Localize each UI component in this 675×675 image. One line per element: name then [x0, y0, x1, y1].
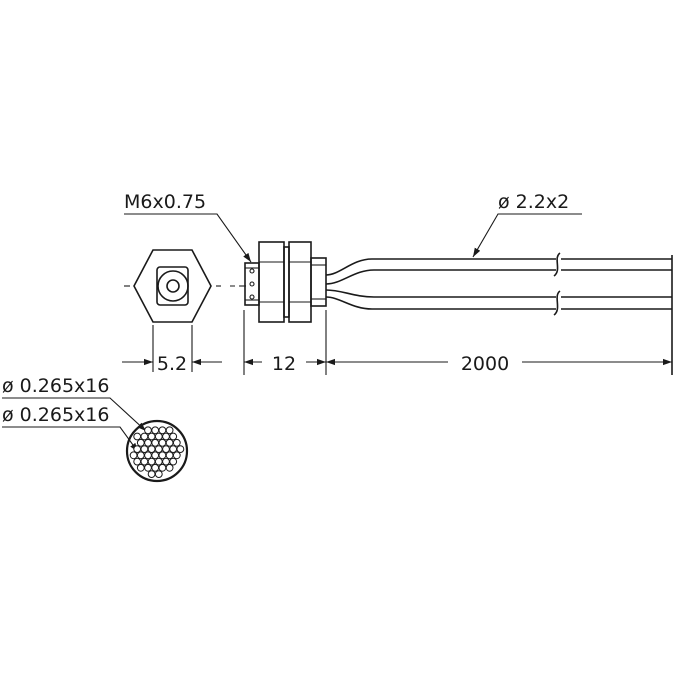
fiber-strand [169, 432, 178, 441]
nut-2 [288, 241, 312, 323]
dim-label-2000: 2000 [461, 353, 509, 375]
cable-lower-top [325, 289, 556, 298]
fiber-strand [133, 457, 142, 466]
fiber-strand [129, 451, 138, 460]
bundle-outline [125, 419, 189, 483]
fiber-strand [136, 438, 145, 447]
dim-hex-width: 5.2 [122, 325, 222, 375]
dim-label-12: 12 [272, 353, 296, 375]
hex-outline [133, 249, 212, 323]
dim-cable-length: 2000 [326, 353, 672, 375]
hex-core-circle [166, 279, 180, 293]
fiber-strand [144, 438, 152, 447]
body [310, 257, 327, 307]
fiber-strand [144, 426, 152, 435]
fiber-strand [154, 445, 163, 454]
fiber-strand [162, 457, 170, 466]
cable-upper-top [325, 258, 556, 276]
fiber-strand [169, 457, 178, 466]
fiber-strand [151, 426, 160, 435]
fiber-strand [172, 438, 181, 447]
fiber-strand [165, 451, 174, 460]
fiber-strand [154, 457, 163, 466]
fiber-strand [158, 426, 167, 435]
fiber-strand [144, 463, 152, 472]
fiber-strand [136, 463, 145, 472]
fiber-strand [162, 432, 170, 441]
fiber-strand [140, 457, 149, 466]
fiber-strand [151, 463, 160, 472]
fiber-strand [162, 445, 170, 454]
label-thread: M6x0.75 [124, 191, 206, 213]
fiber-strands [129, 426, 185, 479]
fiber-strand [158, 451, 167, 460]
fiber-strand [147, 445, 156, 454]
fiber-strand [172, 451, 181, 460]
label-fiber-1: ø 0.265x16 [2, 375, 109, 397]
fiber-bundle-section: ø 0.265x16 ø 0.265x16 [2, 375, 189, 483]
cables [325, 252, 673, 375]
fiber-strand [165, 463, 174, 472]
cable-lower-bottom [325, 296, 556, 310]
fiber-strand [140, 432, 149, 441]
break-mark-lower [553, 290, 561, 316]
leader-cable: ø 2.2x2 [472, 191, 582, 258]
hex-outer-circle [157, 270, 189, 302]
fiber-strand [158, 438, 167, 447]
fiber-strand [144, 451, 152, 460]
fiber-strand [147, 457, 156, 466]
fiber-strand [165, 426, 174, 435]
leader-thread: M6x0.75 [124, 191, 252, 263]
fiber-strand [151, 451, 160, 460]
fiber-strand [133, 445, 142, 454]
fiber-strand [154, 470, 163, 479]
hex-inner-square [156, 266, 189, 306]
label-cable: ø 2.2x2 [498, 191, 569, 213]
fiber-strand [151, 438, 160, 447]
dim-label-5-2: 5.2 [157, 353, 187, 375]
fiber-strand [154, 432, 163, 441]
fiber-strand [133, 432, 142, 441]
fiber-strand [158, 463, 167, 472]
nut-1 [258, 241, 285, 323]
cable-upper-bottom [325, 269, 556, 285]
dim-nut-length: 12 [243, 310, 327, 375]
side-view [240, 241, 327, 323]
fiber-strand [147, 470, 156, 479]
fiber-strand [147, 432, 156, 441]
fiber-strand [140, 445, 149, 454]
fiber-strand [176, 445, 185, 454]
fiber-strand [165, 438, 174, 447]
fiber-strand [136, 451, 145, 460]
fiber-strand [169, 445, 178, 454]
label-fiber-2: ø 0.265x16 [2, 404, 109, 426]
break-mark-upper [553, 252, 561, 277]
hex-end-view [124, 249, 240, 323]
